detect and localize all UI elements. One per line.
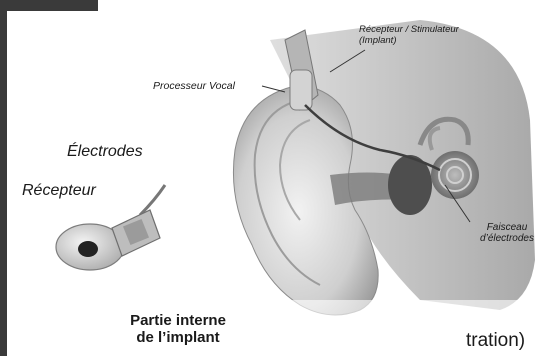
label-electrodes: Électrodes xyxy=(67,143,143,161)
caption-line2: de l’implant xyxy=(98,329,258,346)
label-processeur-vocal: Processeur Vocal xyxy=(153,80,235,92)
label-faisceau-line1: Faisceau xyxy=(467,222,546,233)
caption-line1: Partie interne xyxy=(98,312,258,329)
label-faisceau-electrodes: Faisceau d’électrodes xyxy=(467,222,546,244)
caption-partie-interne: Partie interne de l’implant xyxy=(98,312,258,346)
label-recepteur-stimulateur: Récepteur / Stimulateur (Implant) xyxy=(359,24,519,46)
label-recepteur: Récepteur xyxy=(22,182,96,200)
cropped-caption-fragment: tration) xyxy=(466,330,525,352)
label-recepteur-stimulateur-line1: Récepteur / Stimulateur xyxy=(359,24,519,35)
label-faisceau-line2: d’électrodes xyxy=(467,233,546,244)
label-implant-line2: (Implant) xyxy=(359,35,519,46)
ear-cross-section xyxy=(233,20,540,356)
